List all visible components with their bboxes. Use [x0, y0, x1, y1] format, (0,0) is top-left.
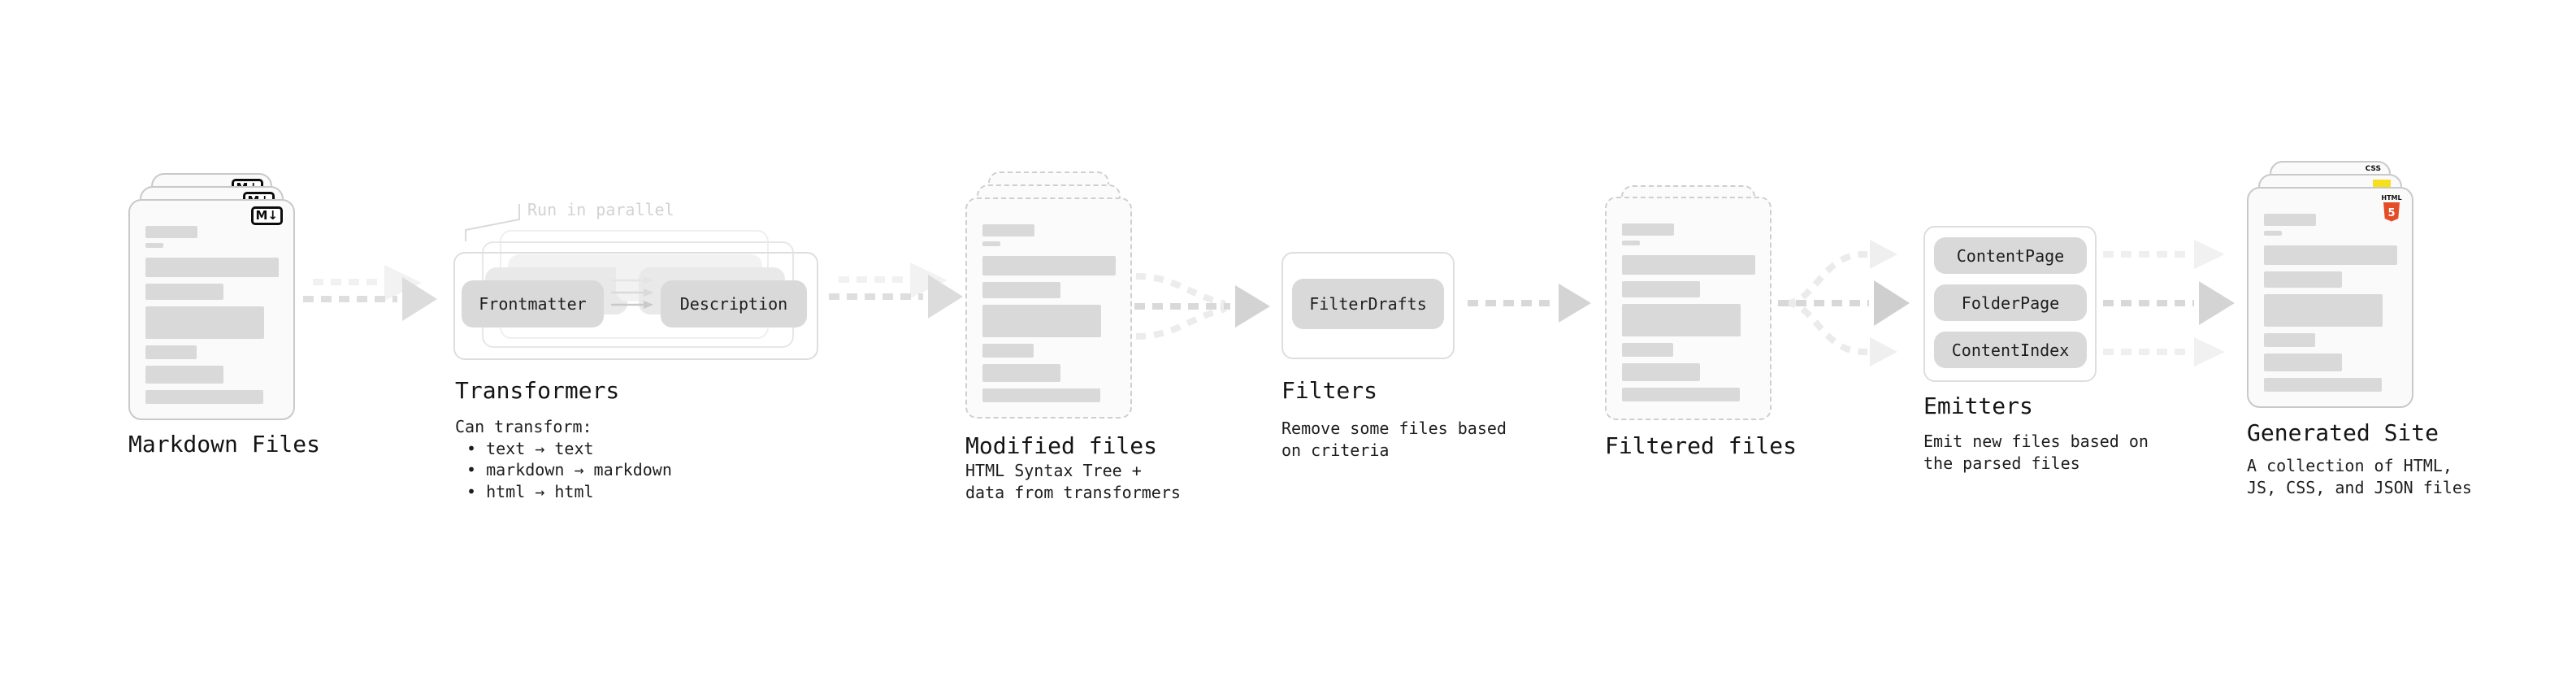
- svg-text:HTML: HTML: [2381, 194, 2401, 202]
- placeholder-bar: [145, 284, 223, 300]
- doc-content-placeholder: [2264, 214, 2397, 392]
- filterdrafts-chip: FilterDrafts: [1292, 279, 1444, 329]
- placeholder-bar: [982, 344, 1034, 358]
- arrow-frontmatter-to-description: [611, 276, 653, 309]
- generated-site-subtitle: A collection of HTML, JS, CSS, and JSON …: [2247, 456, 2472, 497]
- transform-bullet: • text → text: [466, 438, 594, 458]
- placeholder-bar: [1622, 241, 1640, 245]
- doc-content-placeholder: [1622, 223, 1755, 401]
- contentindex-chip: ContentIndex: [1934, 332, 2087, 368]
- placeholder-bar: [2264, 231, 2282, 236]
- arrow-emitters-to-generated: [2103, 240, 2235, 367]
- modified-files-label: Modified files: [965, 432, 1158, 459]
- placeholder-bar: [982, 256, 1116, 275]
- placeholder-bar: [1622, 255, 1755, 275]
- markdown-icon: M↓: [250, 206, 283, 225]
- transformers-intro: Can transform:: [455, 417, 592, 436]
- css-icon-label: CSS: [2365, 165, 2381, 173]
- placeholder-bar: [145, 366, 223, 384]
- arrow-transformers-to-modified: [829, 262, 963, 319]
- emitters-panel: [1923, 226, 2097, 382]
- placeholder-bar: [145, 226, 197, 238]
- placeholder-bar: [2264, 294, 2383, 327]
- placeholder-bar: [145, 258, 279, 277]
- placeholder-bar: [1622, 304, 1741, 336]
- placeholder-bar: [2264, 333, 2315, 347]
- placeholder-bar: [982, 364, 1060, 382]
- svg-text:5: 5: [2387, 207, 2395, 219]
- markdown-file-front: M↓: [128, 199, 295, 420]
- placeholder-bar: [2264, 245, 2397, 265]
- generated-site-label: Generated Site: [2247, 419, 2439, 446]
- placeholder-bar: [1622, 388, 1740, 401]
- modified-files-subtitle: HTML Syntax Tree + data from transformer…: [965, 461, 1181, 502]
- frontmatter-chip: Frontmatter: [462, 280, 604, 327]
- placeholder-bar: [2264, 214, 2316, 226]
- modified-file-front: [965, 197, 1132, 419]
- placeholder-bar: [982, 241, 1000, 246]
- contentpage-chip: ContentPage: [1934, 237, 2087, 274]
- arrow-modified-to-filters: [1134, 273, 1270, 340]
- transform-bullet: • markdown → markdown: [466, 460, 672, 479]
- run-in-parallel-note: Run in parallel: [527, 200, 674, 219]
- html5-icon: HTML 5: [2381, 193, 2402, 224]
- filtered-file-front: [1605, 197, 1772, 420]
- placeholder-bar: [2264, 271, 2342, 288]
- placeholder-bar: [145, 390, 263, 404]
- transformers-title: Transformers: [455, 377, 620, 404]
- placeholder-bar: [982, 224, 1034, 236]
- placeholder-bar: [1622, 363, 1700, 381]
- filters-panel: [1281, 252, 1455, 359]
- transformers-panel-front: [453, 252, 818, 360]
- placeholder-bar: [145, 243, 163, 248]
- placeholder-bar: [2264, 354, 2342, 371]
- filters-title: Filters: [1281, 377, 1378, 404]
- transformers-description: Can transform: • text → text • markdown …: [455, 416, 672, 502]
- placeholder-bar: [2264, 378, 2382, 392]
- markdown-files-label: Markdown Files: [128, 431, 321, 458]
- emitters-subtitle: Emit new files based on the parsed files: [1923, 432, 2149, 473]
- transform-bullet: • html → html: [466, 481, 594, 501]
- description-chip: Description: [661, 280, 807, 327]
- doc-content-placeholder: [982, 224, 1116, 402]
- generated-file-html: HTML 5: [2247, 187, 2413, 408]
- run-in-parallel-connector: [465, 204, 520, 241]
- placeholder-bar: [1622, 281, 1700, 297]
- arrow-filters-to-filtered: [1468, 284, 1591, 323]
- arrow-filtered-to-emitters: [1778, 240, 1910, 367]
- emitters-title: Emitters: [1923, 393, 2033, 419]
- placeholder-bar: [982, 282, 1060, 298]
- placeholder-bar: [145, 306, 264, 339]
- placeholder-bar: [1622, 343, 1673, 357]
- doc-content-placeholder: [145, 226, 279, 404]
- arrow-markdown-to-transformers: [303, 265, 437, 321]
- filtered-files-label: Filtered files: [1605, 432, 1798, 459]
- placeholder-bar: [1622, 223, 1674, 236]
- placeholder-bar: [982, 388, 1100, 402]
- filters-subtitle: Remove some files based on criteria: [1281, 419, 1507, 460]
- folderpage-chip: FolderPage: [1934, 284, 2087, 321]
- placeholder-bar: [145, 345, 197, 359]
- placeholder-bar: [982, 305, 1101, 337]
